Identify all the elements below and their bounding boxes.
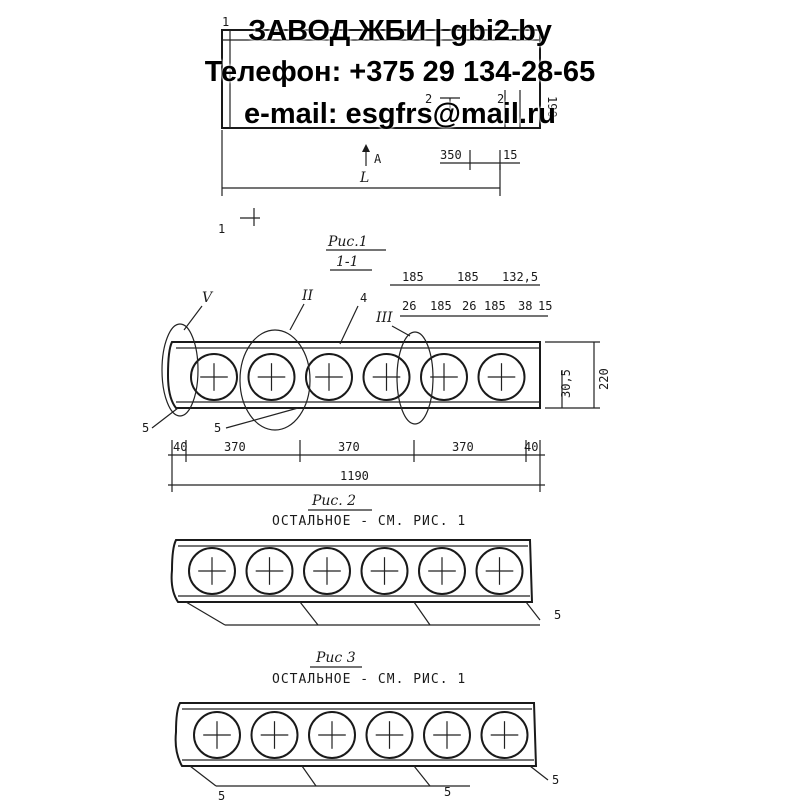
figure-2: Рис. 2 ОСТАЛЬНОЕ - СМ. РИС. 1 5 bbox=[170, 493, 561, 626]
fig2-note: ОСТАЛЬНОЕ - СМ. РИС. 1 bbox=[272, 514, 466, 529]
fig1-callout-iii: III bbox=[375, 310, 393, 326]
fig1-section: 1-1 bbox=[336, 254, 359, 270]
fig1-bottom-dimensions: 40 370 370 370 40 1190 bbox=[168, 440, 545, 492]
fig1-void-5 bbox=[420, 353, 468, 401]
fig1-bottom-dim-2: 370 bbox=[338, 440, 360, 454]
plan-view-label: A bbox=[374, 152, 382, 166]
plan-dim-350: 350 bbox=[440, 148, 462, 162]
fig1-title: Рис.1 bbox=[327, 234, 368, 250]
plan-view: 1 2 2 190 A 350 15 L 1 bbox=[218, 15, 559, 236]
fig3-void-2 bbox=[250, 711, 299, 759]
fig3-label-5a: 5 bbox=[218, 789, 225, 800]
fig1-sub-dim-2: 26 bbox=[462, 299, 476, 313]
fig1-top-dim-2: 132,5 bbox=[502, 270, 538, 284]
fig1-void-1 bbox=[190, 353, 238, 401]
fig1-sub-dim-5: 15 bbox=[538, 299, 552, 313]
plan-dim-190: 190 bbox=[545, 96, 559, 118]
fig1-callout-v: V bbox=[202, 290, 214, 306]
fig3-void-4 bbox=[365, 711, 414, 759]
fig3-title: Рис 3 bbox=[315, 650, 356, 666]
plan-mark-2b: 2 bbox=[497, 92, 504, 106]
fig3-slab-outline bbox=[174, 702, 538, 767]
watermark-line-2: Телефон: +375 29 134-28-65 bbox=[204, 56, 596, 88]
fig2-void-6 bbox=[475, 547, 524, 595]
plan-length-label: L bbox=[359, 170, 369, 186]
fig1-bottom-dim-3: 370 bbox=[452, 440, 474, 454]
fig1-detail-iii bbox=[396, 331, 434, 425]
fig1-sub-dim-4: 38 bbox=[518, 299, 532, 313]
plan-section-mark: 1 bbox=[218, 222, 225, 236]
fig1-bottom-dim-0: 40 bbox=[173, 440, 187, 454]
watermark-line-3: e-mail: esgfrs@mail.ru bbox=[244, 98, 556, 130]
fig2-voids bbox=[188, 547, 524, 595]
fig3-label-5b: 5 bbox=[444, 785, 451, 799]
figure-3: Рис 3 ОСТАЛЬНОЕ - СМ. РИС. 1 5 5 5 bbox=[174, 650, 559, 800]
fig3-note: ОСТАЛЬНОЕ - СМ. РИС. 1 bbox=[272, 672, 466, 687]
fig1-top-dim-0: 185 bbox=[402, 270, 424, 284]
plan-mark-2: 2 bbox=[425, 92, 432, 106]
fig3-void-5 bbox=[423, 711, 471, 759]
fig1-callout-5a: 5 bbox=[142, 421, 149, 435]
fig2-void-1 bbox=[188, 547, 236, 595]
fig2-void-5 bbox=[418, 547, 466, 595]
fig1-top-dimensions: 185 185 132,5 26 185 26 185 38 15 bbox=[390, 270, 552, 317]
fig1-top-dim-1: 185 bbox=[457, 270, 479, 284]
plan-mark-1-top: 1 bbox=[222, 15, 229, 29]
fig1-void-4 bbox=[362, 353, 411, 401]
fig1-right-dim-1: 220 bbox=[597, 368, 611, 390]
fig2-slab-outline bbox=[170, 539, 534, 603]
fig1-callout-4: 4 bbox=[360, 291, 367, 305]
figure-1: Рис.1 1-1 185 185 132,5 26 185 26 185 38… bbox=[142, 234, 611, 492]
fig1-total-dim: 1190 bbox=[340, 469, 369, 483]
fig3-void-1 bbox=[193, 711, 241, 759]
fig1-sub-dim-0: 26 bbox=[402, 299, 416, 313]
fig1-right-dim-0: 30,5 bbox=[559, 369, 573, 398]
fig3-label-5c: 5 bbox=[552, 773, 559, 787]
fig1-right-dimensions: 30,5 220 bbox=[545, 341, 611, 409]
fig2-void-3 bbox=[303, 547, 351, 595]
fig1-bottom-dim-1: 370 bbox=[224, 440, 246, 454]
fig1-bottom-dim-4: 40 bbox=[524, 440, 538, 454]
fig2-void-4 bbox=[360, 547, 409, 595]
fig1-detail-v bbox=[161, 323, 199, 417]
fig1-slab bbox=[161, 323, 541, 431]
fig1-callout-5b: 5 bbox=[214, 421, 221, 435]
fig1-detail-ii bbox=[239, 329, 311, 431]
plan-dim-15: 15 bbox=[503, 148, 517, 162]
fig3-void-3 bbox=[308, 711, 356, 759]
fig1-void-6 bbox=[477, 353, 526, 401]
fig3-voids bbox=[193, 711, 529, 759]
fig3-void-6 bbox=[480, 711, 529, 759]
fig2-label-5: 5 bbox=[554, 608, 561, 622]
fig1-sub-dim-3: 185 bbox=[484, 299, 506, 313]
fig1-callout-ii: II bbox=[301, 288, 314, 304]
watermark-line-1: ЗАВОД ЖБИ | gbi2.by bbox=[248, 15, 552, 47]
fig1-void-3 bbox=[305, 353, 353, 401]
fig1-slab-outline bbox=[166, 341, 541, 409]
fig1-voids bbox=[190, 353, 526, 401]
fig1-sub-dim-1: 185 bbox=[430, 299, 452, 313]
fig2-void-2 bbox=[245, 547, 294, 595]
fig1-void-2 bbox=[247, 353, 296, 401]
fig2-title: Рис. 2 bbox=[311, 493, 356, 509]
plan-outline bbox=[221, 29, 541, 129]
